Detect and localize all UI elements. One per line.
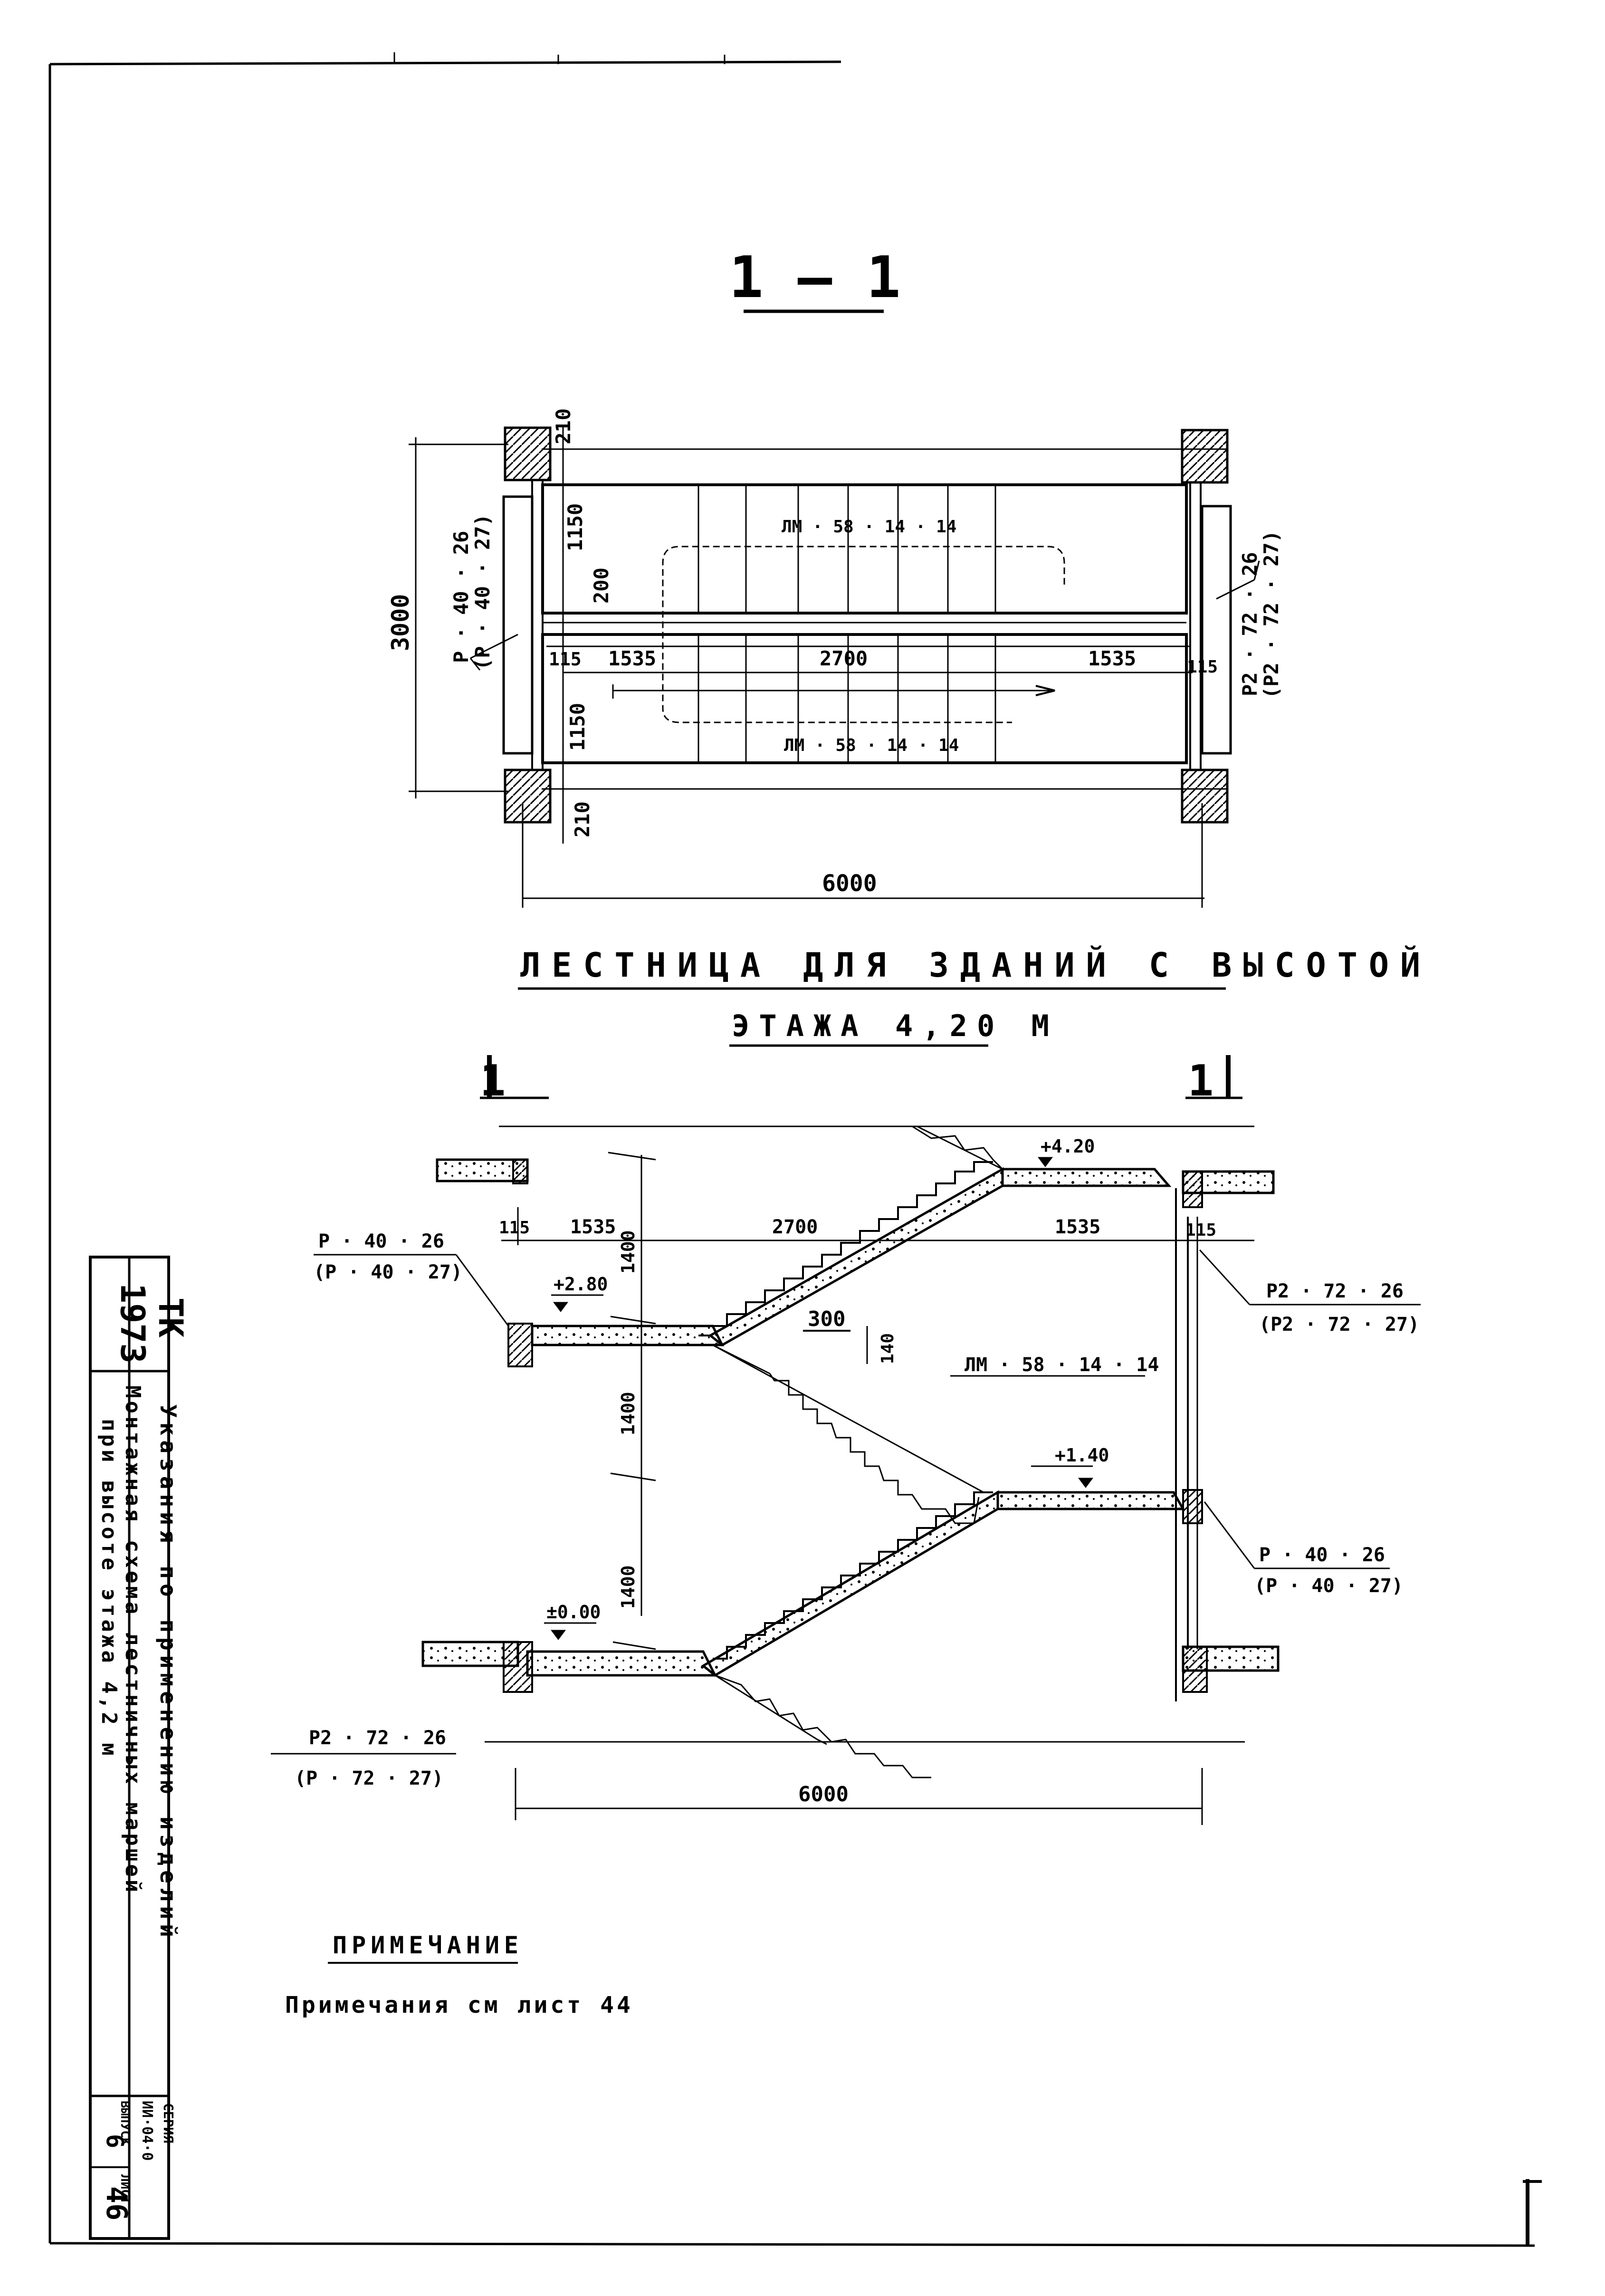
section-mark: 1 — 1 [729, 245, 901, 313]
tb-sheet-value: 46 [100, 2186, 133, 2220]
tb-series-value: ИИ·04·0 [139, 2101, 155, 2161]
tb-org: ТК [151, 1297, 190, 1337]
title-block-text: 1973 ТК Указания по применению изделий М… [97, 1283, 190, 2220]
cut-mark-left: 1 [480, 1056, 506, 1106]
level-top: +4.20 [1041, 1136, 1095, 1157]
cut-mark-right: 1 [1188, 1056, 1213, 1106]
tb-issue-value: 6 [101, 2134, 129, 2148]
stair-plan [409, 425, 1260, 908]
dim-1150-top: 1150 [564, 503, 587, 551]
tag-left-lower-alt: (Р · 72 · 27) [295, 1768, 443, 1789]
dim-115-right: 115 [1187, 657, 1218, 677]
tag-right-lower-alt: (Р · 40 · 27) [1254, 1575, 1403, 1597]
dim-1150-bottom: 1150 [566, 703, 589, 751]
tb-sheet-label: ЛИСТ [118, 2174, 132, 2204]
sec-dim-6000: 6000 [798, 1782, 849, 1806]
sheet-frame [48, 52, 1542, 2247]
sec-dim-1400-c: 1400 [618, 1565, 639, 1609]
plan-flight-top [541, 483, 1188, 615]
dim-210-bottom: 210 [571, 801, 594, 837]
tag-right-upper: Р2 · 72 · 26 [1266, 1280, 1404, 1302]
sec-dim-140: 140 [878, 1333, 898, 1364]
dim-1535-right: 1535 [1088, 647, 1136, 670]
title-line-2: ЭТАЖА 4,20 М [732, 1009, 1059, 1043]
sec-dim-2700: 2700 [772, 1216, 818, 1238]
note: ПРИМЕЧАНИЕ Примечания см лист 44 [285, 1931, 633, 2018]
tag-left-lower: Р2 · 72 · 26 [309, 1727, 446, 1749]
sec-dim-115-right: 115 [1185, 1220, 1216, 1240]
tb-year: 1973 [113, 1283, 152, 1364]
tb-issue-label: ВЫПУСК [118, 2101, 132, 2145]
note-heading: ПРИМЕЧАНИЕ [333, 1931, 523, 1959]
sec-dim-1400-a: 1400 [618, 1230, 639, 1274]
dim-2700: 2700 [820, 647, 868, 670]
section-mark-text: 1 — 1 [729, 245, 900, 311]
stair-section [271, 1055, 1421, 1825]
plan-right-tag-alt: (Р2 · 72 · 27) [1260, 530, 1283, 699]
dim-6000: 6000 [822, 870, 877, 897]
column-top-left [504, 426, 552, 481]
plan-labels: 210 210 3000 1150 1150 200 115 1535 2700… [387, 408, 1283, 897]
dim-115-left: 115 [549, 649, 582, 670]
level-ground: ±0.00 [546, 1602, 601, 1623]
plan-flight-bottom [541, 633, 1188, 764]
tag-left-upper-alt: (Р · 40 · 27) [314, 1261, 462, 1283]
dim-200: 200 [590, 567, 613, 604]
tb-sheet-title-2: при высоте этажа 4,2 м [97, 1419, 121, 1758]
plan-flight-bottom-label: ЛМ · 58 · 14 · 14 [784, 736, 959, 755]
title-line-1: ЛЕСТНИЦА ДЛЯ ЗДАНИЙ С ВЫСОТОЙ [520, 946, 1432, 985]
plan-right-tag: Р2 · 72 · 26 [1238, 552, 1261, 696]
plan-left-tag-alt: (Р · 40 · 27) [471, 514, 494, 670]
level-mid-right: +1.40 [1055, 1445, 1109, 1466]
plan-left-tag: Р · 40 · 26 [449, 531, 473, 663]
section-flight-label: ЛМ · 58 · 14 · 14 [965, 1354, 1159, 1376]
tb-sheet-title-1: Монтажная схема лестничных маршей [121, 1385, 145, 1895]
sec-dim-1535-right: 1535 [1055, 1216, 1100, 1238]
section-labels: 1 1 115 1535 2700 1535 115 1400 1400 140… [295, 1056, 1419, 1806]
level-mid-left: +2.80 [554, 1274, 608, 1295]
tag-right-lower: Р · 40 · 26 [1259, 1544, 1385, 1566]
sec-dim-1535-left: 1535 [570, 1216, 616, 1238]
column-bottom-left [504, 769, 552, 824]
tb-series-label: СЕРИЯ [161, 2103, 176, 2143]
dim-3000: 3000 [387, 594, 414, 651]
sec-dim-1400-b: 1400 [618, 1392, 639, 1435]
tag-left-upper: Р · 40 · 26 [318, 1230, 444, 1252]
drawing-title: ЛЕСТНИЦА ДЛЯ ЗДАНИЙ С ВЫСОТОЙ ЭТАЖА 4,20… [518, 946, 1432, 1047]
dim-210-top: 210 [552, 408, 575, 444]
plan-flight-top-label: ЛМ · 58 · 14 · 14 [782, 517, 956, 537]
column-bottom-right [1181, 769, 1229, 824]
sec-dim-300: 300 [808, 1307, 845, 1331]
tb-doc-title: Указания по применению изделий [155, 1404, 181, 1942]
dim-1535-left: 1535 [608, 647, 656, 670]
column-top-right [1181, 429, 1229, 484]
tag-right-upper-alt: (Р2 · 72 · 27) [1259, 1314, 1419, 1335]
note-text: Примечания см лист 44 [285, 1992, 633, 2018]
title-block [89, 1256, 170, 2240]
sec-dim-115-left: 115 [499, 1218, 530, 1238]
